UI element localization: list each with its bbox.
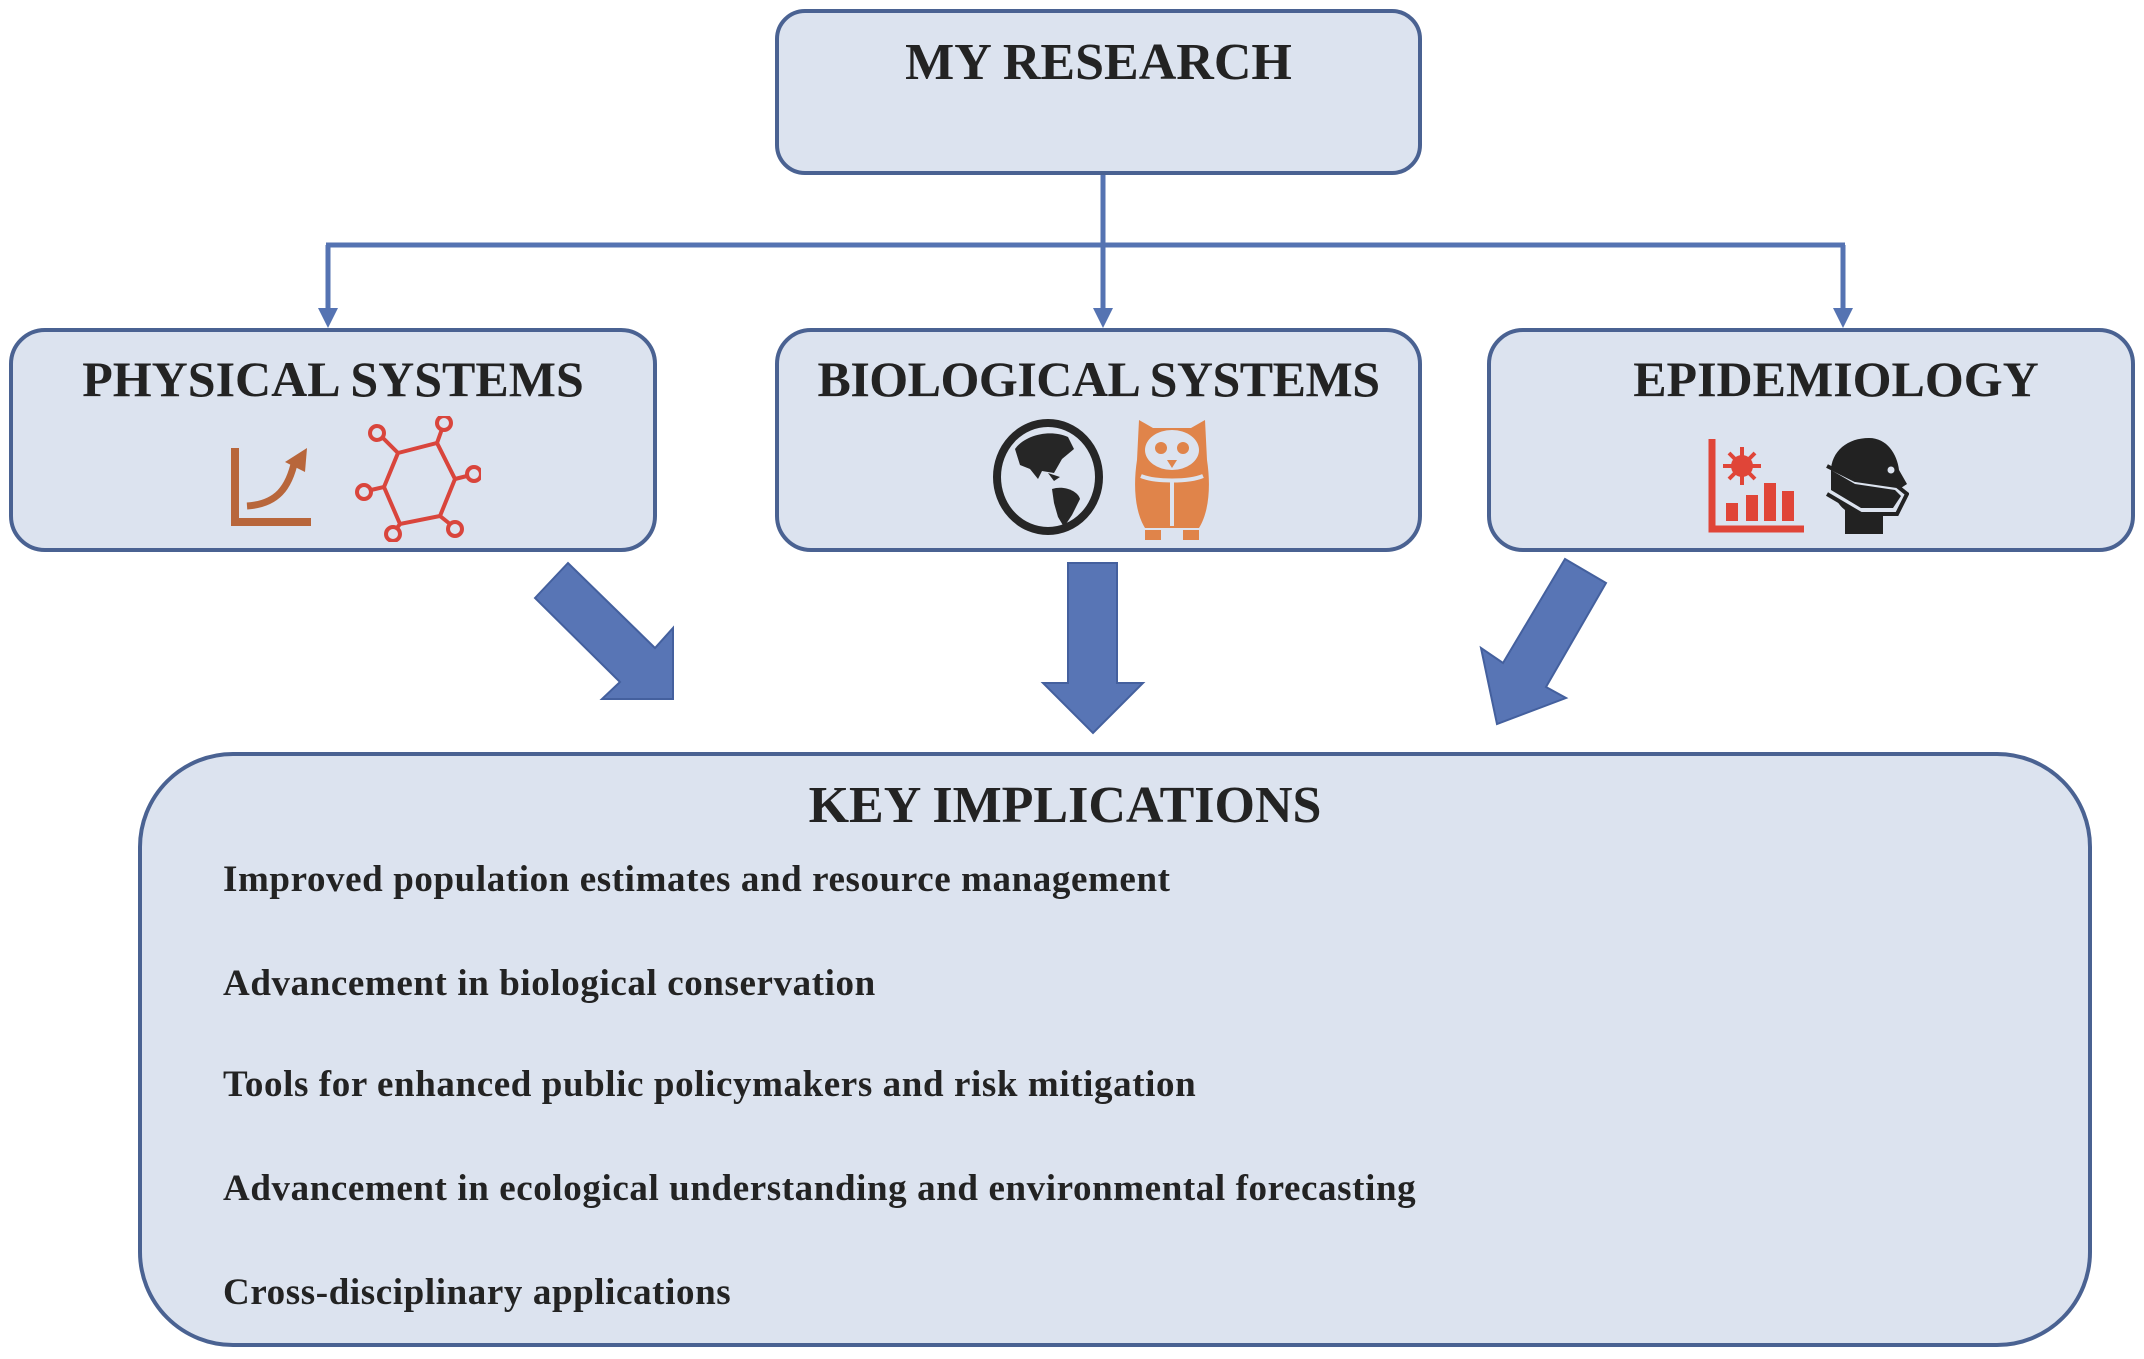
block-arrow-epidemiology (1479, 557, 1608, 726)
arrowhead-physical (318, 308, 338, 328)
arrowhead-biological (1093, 308, 1113, 328)
implication-item: Cross-disciplinary applications (223, 1272, 732, 1313)
implication-item: Advancement in ecological understanding … (223, 1168, 1417, 1209)
branch-box-physical-systems: PHYSICAL SYSTEMS (9, 328, 657, 552)
root-box-my-research: MY RESEARCH (775, 9, 1422, 175)
implications-title: KEY IMPLICATIONS (808, 777, 1322, 834)
implication-item: Advancement in biological conservation (223, 963, 876, 1004)
implication-item: Improved population estimates and resour… (223, 859, 1171, 900)
branch-title-epidemiology: EPIDEMIOLOGY (1633, 351, 2039, 407)
branch-box-epidemiology: EPIDEMIOLOGY (1487, 328, 2135, 552)
globe-icon (993, 419, 1103, 535)
branch-title-physical: PHYSICAL SYSTEMS (82, 351, 584, 407)
block-arrow-biological (1040, 562, 1146, 735)
molecule-icon (355, 416, 481, 542)
virus-chart-icon (1708, 439, 1804, 533)
branch-title-biological: BIOLOGICAL SYSTEMS (817, 351, 1380, 407)
arrowhead-epidemiology (1833, 308, 1853, 328)
owl-icon (1135, 420, 1209, 540)
block-arrow-physical (533, 561, 674, 700)
masked-head-icon (1825, 438, 1909, 534)
branch-box-biological-systems: BIOLOGICAL SYSTEMS (775, 328, 1422, 552)
root-title: MY RESEARCH (905, 34, 1292, 91)
growth-curve-icon (231, 448, 311, 526)
implications-box: KEY IMPLICATIONS Improved population est… (138, 752, 2092, 1347)
implication-item: Tools for enhanced public policymakers a… (223, 1064, 1197, 1105)
